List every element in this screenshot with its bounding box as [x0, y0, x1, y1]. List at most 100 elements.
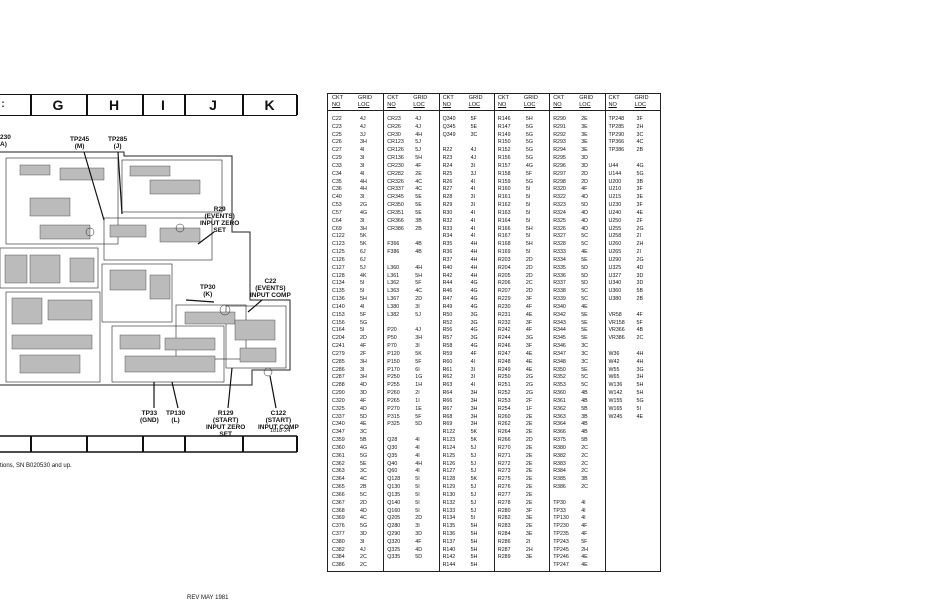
table-cell-loc: 2D: [525, 264, 533, 271]
table-cell-loc: 4E: [636, 209, 643, 216]
table-cell-loc: 5F: [415, 280, 422, 287]
table-cell-loc: 2E: [525, 468, 533, 475]
table-cell-ckt: R34: [442, 233, 453, 240]
table-cell-loc: 4C: [360, 515, 367, 522]
table-cell-loc: 2F: [636, 217, 643, 224]
table-cell-ckt: Q280: [387, 523, 401, 530]
table-cell-ckt: R339: [553, 296, 566, 303]
table-cell-loc: 5B: [636, 288, 643, 295]
table-cell-loc: 5I: [415, 499, 420, 506]
table-cell-ckt: R244: [497, 335, 511, 342]
table-cell-loc: 5F: [360, 311, 367, 318]
table-cell-loc: 4I: [415, 468, 420, 475]
table-cell-loc: 4G: [470, 303, 478, 310]
table-cell-loc: 4G: [470, 288, 478, 295]
table-cell-ckt: R289: [497, 554, 511, 561]
table-cell-loc: 5J: [415, 139, 421, 146]
table-cell-loc: 2D: [525, 272, 533, 279]
table-cell-loc: 5E: [581, 327, 588, 334]
table-cell-loc: 1G: [415, 374, 423, 381]
table-cell-loc: 3G: [470, 335, 478, 342]
table-cell-loc: 1F: [525, 405, 533, 412]
table-cell-loc: 4I: [470, 178, 476, 185]
table-cell-ckt: R49: [442, 303, 453, 310]
table-cell-loc: 2C: [581, 444, 588, 451]
revision-date: REV MAY 1981: [187, 595, 229, 601]
table-cell-loc: 4G: [525, 162, 533, 169]
table-cell-loc: 2E: [525, 484, 533, 490]
table-cell-ckt: R273: [497, 468, 511, 475]
table-cell-ckt: CR230: [387, 162, 404, 169]
table-cell-ckt: C382: [332, 546, 345, 553]
table-cell-ckt: R251: [497, 382, 511, 389]
table-cell-ckt: P265: [387, 397, 400, 404]
table-cell-loc: 5E: [360, 460, 367, 467]
table-cell-ckt: R291: [553, 123, 566, 130]
table-cell-ckt: R253: [497, 397, 511, 404]
table-cell-ckt: R294: [553, 147, 566, 154]
table-cell-loc: 3C: [360, 468, 367, 475]
table-cell-ckt: R36: [442, 249, 453, 256]
table-cell-loc: 3H: [360, 139, 367, 146]
table-cell-ckt: P20: [387, 327, 397, 334]
table-cell-ckt: C369: [332, 515, 345, 522]
table-cell-ckt: R334: [553, 256, 566, 263]
table-cell-ckt: CR30: [387, 131, 401, 138]
table-cell-loc: 3I: [360, 162, 365, 169]
table-cell-loc: 4H: [636, 358, 644, 365]
table-cell-ckt: TP386: [608, 147, 625, 154]
table-cell-ckt: Q160: [387, 507, 401, 514]
table-cell-ckt: R24: [442, 162, 453, 169]
table-cell-loc: 5C: [581, 241, 588, 248]
table-cell-loc: 3C: [636, 131, 644, 138]
table-cell-loc: 5G: [525, 123, 533, 130]
table-cell-ckt: C53: [332, 202, 342, 209]
table-cell-ckt: R333: [553, 249, 566, 256]
table-cell-loc: 5I: [525, 249, 531, 256]
table-cell-loc: 3F: [636, 186, 643, 193]
table-cell-loc: 5D: [581, 280, 588, 287]
table-cell-loc: 4J: [415, 327, 421, 334]
table-cell-ckt: R50: [442, 311, 453, 318]
table-cell-loc: 4F: [636, 311, 643, 318]
table-cell-loc: 4F: [415, 162, 422, 169]
table-cell-loc: 4I: [581, 507, 586, 514]
table-cell-ckt: R284: [497, 530, 511, 537]
table-cell-ckt: R168: [497, 241, 511, 248]
table-cell-ckt: R247: [497, 350, 511, 357]
table-cell-loc: 2H: [636, 241, 644, 248]
table-cell-ckt: R169: [497, 249, 511, 256]
table-cell-loc: 4F: [581, 523, 588, 530]
table-cell-ckt: R158: [497, 170, 511, 177]
table-cell-loc: 3H: [470, 390, 478, 397]
table-cell-ckt: C156: [332, 319, 345, 326]
table-cell-loc: 4H: [415, 460, 423, 467]
table-cell-ckt: R132: [442, 499, 456, 506]
table-cell-loc: 3J: [360, 131, 366, 138]
table-cell-loc: 5B: [360, 437, 367, 444]
table-cell-ckt: TP247: [553, 562, 569, 569]
table-cell-loc: 4I: [360, 303, 365, 310]
table-cell-loc: 3C: [360, 429, 367, 436]
header-ckt-no: NO: [387, 102, 396, 108]
table-cell-ckt: R59: [442, 350, 453, 357]
callout-tp245: TP245(M): [70, 136, 90, 150]
table-cell-loc: 2G: [636, 225, 644, 232]
table-cell-ckt: C126: [332, 256, 345, 263]
table-cell-loc: 4I: [470, 382, 476, 389]
table-cell-loc: 3D: [360, 390, 367, 397]
table-cell-ckt: C377: [332, 530, 345, 537]
table-cell-ckt: C204: [332, 335, 345, 342]
table-cell-ckt: R66: [442, 397, 453, 404]
table-cell-loc: 5J: [415, 147, 421, 154]
table-cell-ckt: P250: [387, 374, 400, 381]
table-cell-loc: 5E: [581, 256, 588, 263]
table-cell-loc: 4F: [415, 538, 422, 545]
table-cell-loc: 2H: [581, 546, 588, 553]
table-cell-loc: 4I: [470, 209, 476, 216]
table-cell-ckt: CR123: [387, 139, 404, 146]
table-cell-loc: 4I: [470, 358, 476, 365]
table-cell-loc: 5G: [525, 131, 533, 138]
table-cell-loc: 5H: [470, 546, 478, 553]
table-cell-ckt: R277: [497, 491, 511, 498]
